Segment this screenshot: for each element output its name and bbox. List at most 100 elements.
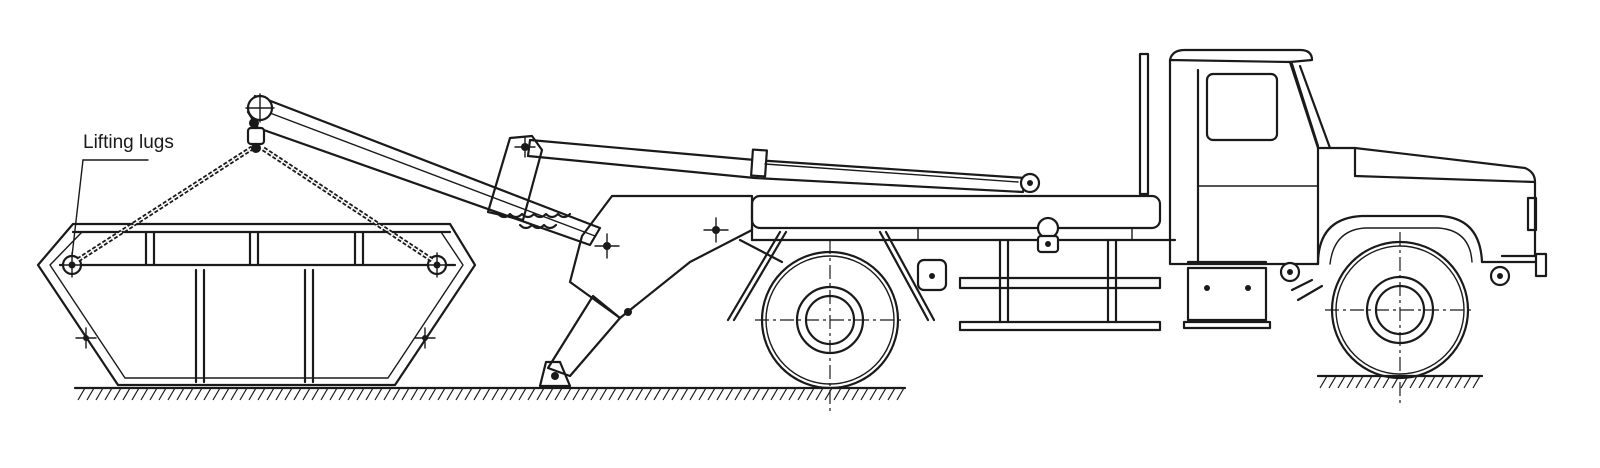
ground-hatch-mark xyxy=(1337,375,1346,389)
ground-hatch-mark xyxy=(1418,375,1427,389)
ground-hatch-mark xyxy=(1319,375,1328,389)
truck-cab xyxy=(1138,48,1548,302)
ground-hatch-mark xyxy=(392,387,401,401)
ground-hatch-mark xyxy=(725,387,734,401)
ground-hatch-mark xyxy=(293,387,302,401)
ground-hatch-mark xyxy=(203,387,212,401)
ground-hatch-mark xyxy=(374,387,383,401)
ground-hatch-mark xyxy=(707,387,716,401)
ground-hatch-mark xyxy=(860,387,869,401)
ground-hatch-mark xyxy=(797,387,806,401)
ground-hatch-mark xyxy=(509,387,518,401)
ground-hatch-mark xyxy=(167,387,176,401)
ground-hatch-mark xyxy=(230,387,239,401)
ground-hatch-mark xyxy=(1445,375,1454,389)
ground-hatch-mark xyxy=(572,387,581,401)
ground-hatch-mark xyxy=(545,387,554,401)
ground-hatch-mark xyxy=(716,387,725,401)
ground-hatch-mark xyxy=(401,387,410,401)
ground-hatch-mark xyxy=(194,387,203,401)
ground-hatch-mark xyxy=(428,387,437,401)
ground-hatch-mark xyxy=(266,387,275,401)
ground-hatch-mark xyxy=(302,387,311,401)
ground-hatch-mark xyxy=(1472,375,1481,389)
boom-arm xyxy=(245,93,602,247)
lifting-lug-left xyxy=(59,252,85,278)
ground-hatch-mark xyxy=(518,387,527,401)
lifting-lugs-callout: Lifting lugs xyxy=(71,132,174,257)
ground-hatch-mark xyxy=(590,387,599,401)
ground-hatch-mark xyxy=(329,387,338,401)
ground-hatch-mark xyxy=(1346,375,1355,389)
ground-hatch-mark xyxy=(455,387,464,401)
ground-hatch-mark xyxy=(662,387,671,401)
ground-hatch-mark xyxy=(1409,375,1418,389)
ground-hatch-mark xyxy=(239,387,248,401)
ground-hatch-mark xyxy=(1373,375,1382,389)
ground-hatch-mark xyxy=(635,387,644,401)
ground-hatch-mark xyxy=(1436,375,1445,389)
ground-hatch-mark xyxy=(131,387,140,401)
ground-hatch-mark xyxy=(653,387,662,401)
hydraulic-cylinder xyxy=(526,138,1041,194)
ground-hatch-mark xyxy=(77,387,86,401)
ground-hatch-mark xyxy=(563,387,572,401)
lifting-lugs-label: Lifting lugs xyxy=(83,132,174,153)
front-wheel xyxy=(1325,232,1475,404)
ground-hatch-mark xyxy=(644,387,653,401)
ground-hatch-mark xyxy=(815,387,824,401)
boom-pivot-bracket xyxy=(486,134,572,230)
ground-hatch-mark xyxy=(320,387,329,401)
ground-hatch-mark xyxy=(185,387,194,401)
ground-hatch-mark xyxy=(365,387,374,401)
lifting-lug-right xyxy=(424,252,450,278)
ground-left xyxy=(73,386,907,401)
ground-hatch-mark xyxy=(1427,375,1436,389)
ground-hatch-mark xyxy=(275,387,284,401)
ground-hatch-mark xyxy=(743,387,752,401)
ground-hatch-mark xyxy=(536,387,545,401)
ground-hatch-mark xyxy=(689,387,698,401)
ground-hatch-mark xyxy=(248,387,257,401)
ground-hatch-mark xyxy=(617,387,626,401)
ground-hatch-mark xyxy=(437,387,446,401)
ground-hatch-mark xyxy=(779,387,788,401)
ground-hatch-mark xyxy=(383,387,392,401)
ground-hatch-mark xyxy=(221,387,230,401)
ground-hatch-mark xyxy=(671,387,680,401)
lifting-chains xyxy=(76,145,434,263)
ground-hatch-mark xyxy=(887,387,896,401)
ground-hatch-mark xyxy=(491,387,500,401)
ground-hatch-mark xyxy=(626,387,635,401)
skip-pin-right xyxy=(414,327,436,349)
ground-hatch-mark xyxy=(1454,375,1463,389)
ground-hatch-mark xyxy=(824,387,833,401)
ground-hatch-mark xyxy=(212,387,221,401)
ground-hatch-mark xyxy=(257,387,266,401)
ground-hatch-mark xyxy=(86,387,95,401)
ground-hatch-mark xyxy=(698,387,707,401)
ground-hatch-mark xyxy=(140,387,149,401)
skip-container xyxy=(36,222,477,387)
ground-right xyxy=(1316,374,1484,389)
ground-hatch-mark xyxy=(473,387,482,401)
ground-hatch-mark xyxy=(833,387,842,401)
ground-hatch-mark xyxy=(1355,375,1364,389)
side-arm xyxy=(538,194,754,388)
ground-hatch-mark xyxy=(338,387,347,401)
ground-hatch-mark xyxy=(842,387,851,401)
ground-hatch-mark xyxy=(482,387,491,401)
ground-hatch-mark xyxy=(1328,375,1337,389)
ground-hatch-mark xyxy=(464,387,473,401)
ground-hatch-mark xyxy=(104,387,113,401)
ground-hatch-mark xyxy=(356,387,365,401)
ground-hatch-mark xyxy=(1364,375,1373,389)
ground-hatch-mark xyxy=(869,387,878,401)
skip-pin-left xyxy=(75,327,97,349)
ground-hatch-mark xyxy=(734,387,743,401)
ground-hatch-mark xyxy=(311,387,320,401)
ground-hatch-mark xyxy=(896,387,905,401)
ground-hatch-mark xyxy=(1463,375,1472,389)
ground-hatch-mark xyxy=(176,387,185,401)
